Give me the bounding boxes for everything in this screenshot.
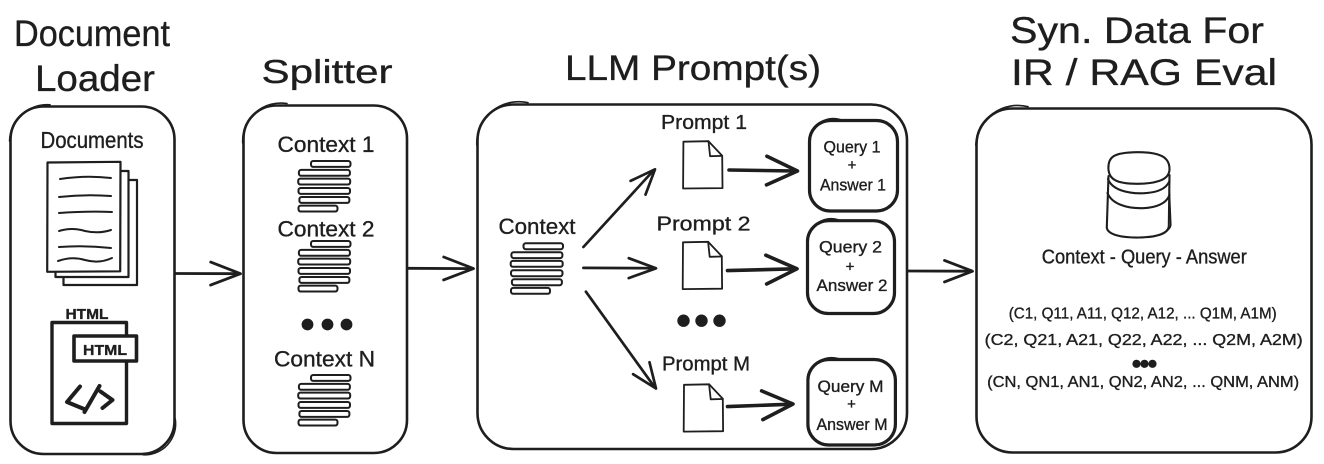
svg-text:Context: Context [499, 214, 576, 239]
svg-text:Query M: Query M [818, 377, 884, 396]
svg-text:Context 1: Context 1 [278, 132, 375, 157]
svg-text:(C2, Q21, A21, Q22, A22, ... Q: (C2, Q21, A21, Q22, A22, ... Q2M, A2M) [985, 332, 1303, 349]
svg-text:(CN, QN1, AN1, QN2, AN2, ... Q: (CN, QN1, AN1, QN2, AN2, ... QNM, ANM) [987, 374, 1299, 391]
svg-text:Prompt 1: Prompt 1 [661, 112, 747, 134]
svg-text:IR / RAG Eval: IR / RAG Eval [1011, 52, 1277, 93]
svg-text:Answer M: Answer M [817, 415, 888, 434]
svg-text:LLM Prompt(s): LLM Prompt(s) [565, 49, 821, 88]
svg-text:Documents: Documents [41, 127, 144, 153]
svg-text:Context N: Context N [274, 347, 375, 372]
svg-text:Context 2: Context 2 [278, 217, 375, 242]
svg-text:Loader: Loader [35, 58, 155, 99]
svg-text:+: + [847, 396, 856, 413]
svg-text:Prompt 2: Prompt 2 [657, 214, 751, 236]
svg-text:Document: Document [14, 13, 171, 54]
svg-text:HTML: HTML [66, 306, 109, 323]
svg-text:Answer 2: Answer 2 [817, 276, 888, 295]
svg-text:HTML: HTML [83, 343, 127, 359]
svg-text:Syn. Data For: Syn. Data For [1010, 10, 1264, 51]
svg-text:(C1, Q11, A11, Q12, A12, ... Q: (C1, Q11, A11, Q12, A12, ... Q1M, A1M) [1009, 306, 1277, 323]
svg-text:Answer 1: Answer 1 [820, 176, 886, 195]
svg-text:Context - Query - Answer: Context - Query - Answer [1042, 247, 1247, 269]
svg-text:Prompt M: Prompt M [662, 354, 750, 376]
svg-text:Splitter: Splitter [262, 53, 393, 90]
svg-text:Query 1: Query 1 [824, 138, 881, 157]
svg-text:Query 2: Query 2 [819, 238, 882, 257]
svg-text:+: + [846, 259, 855, 276]
svg-text:+: + [848, 157, 857, 174]
